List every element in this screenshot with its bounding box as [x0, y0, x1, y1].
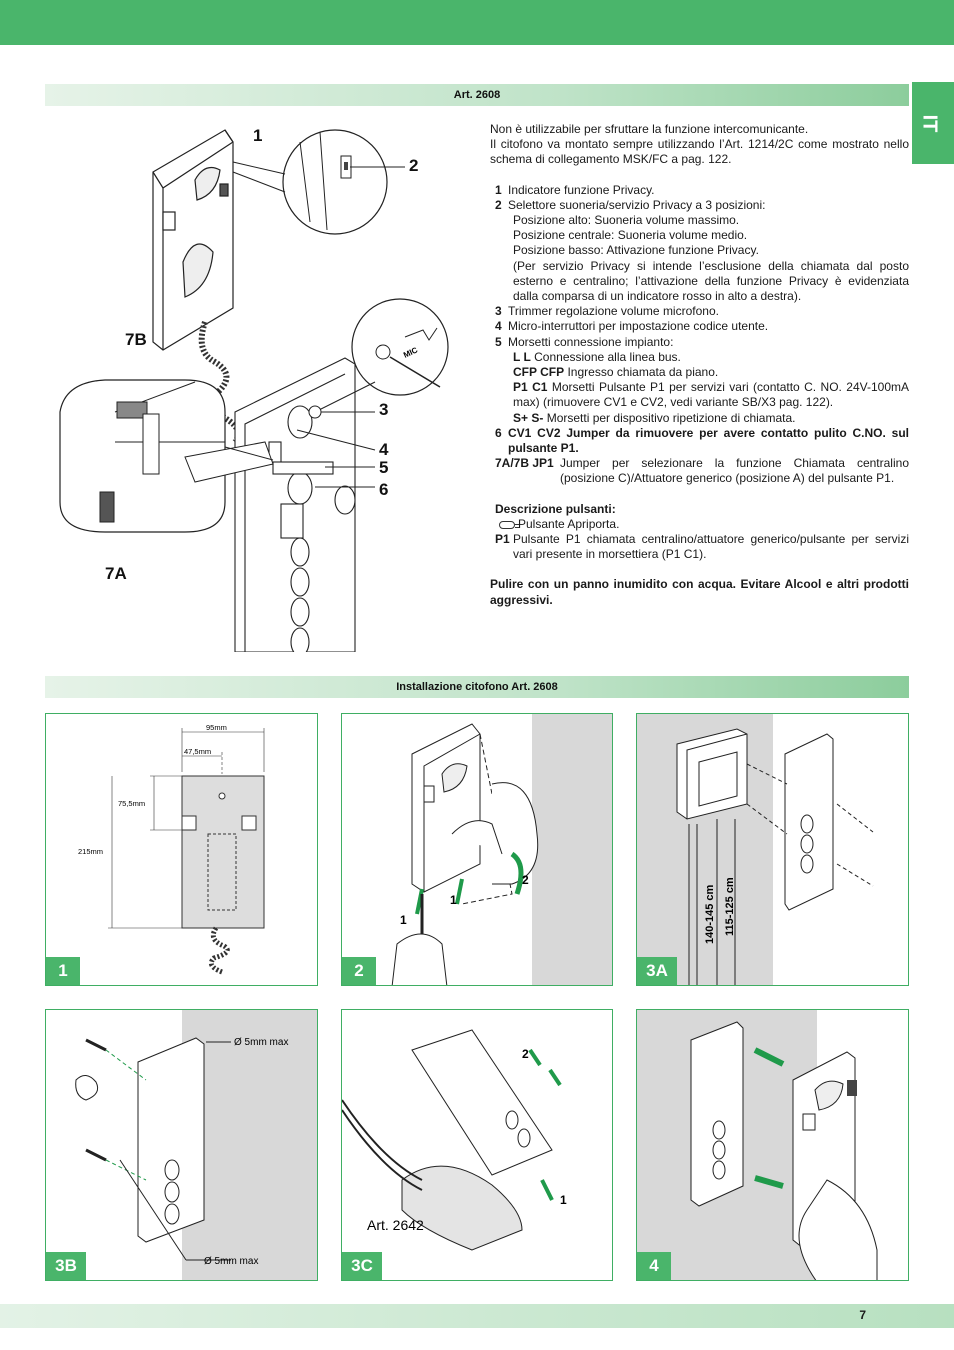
svg-text:2: 2 [522, 873, 529, 887]
callout-7a: 7A [105, 564, 127, 583]
intro-line-1: Non è utilizzabile per sfruttare la funz… [490, 122, 809, 136]
panel-label-3c: 3C [342, 1252, 382, 1280]
button-desc-apriporta: Pulsante Apriporta. [490, 517, 909, 532]
panel-3c-table-stand: 2 1 Art. 2642 3C [341, 1009, 613, 1281]
panel-label-2: 2 [342, 957, 376, 985]
description-text: Non è utilizzabile per sfruttare la funz… [490, 122, 909, 607]
main-exploded-diagram: MIC 1 2 7B 3 4 5 6 7A [45, 112, 485, 657]
callout-6: 6 [379, 480, 389, 499]
key-icon [499, 520, 519, 529]
terminal-ll: L L Connessione alla linea bus. [513, 349, 681, 364]
svg-text:Art. 2642: Art. 2642 [367, 1217, 424, 1233]
svg-text:47,5mm: 47,5mm [184, 747, 211, 756]
panel-label-1: 1 [46, 957, 80, 985]
panel-label-3b: 3B [46, 1252, 86, 1280]
terminal-cfp: CFP CFP Ingresso chiamata da piano. [513, 365, 719, 380]
cleaning-warning: Pulire con un panno inumidito con acqua.… [490, 577, 909, 607]
panel-label-4: 4 [637, 1252, 671, 1280]
svg-text:1: 1 [450, 893, 457, 907]
svg-text:Ø 5mm max: Ø 5mm max [204, 1256, 258, 1267]
svg-text:215mm: 215mm [78, 847, 103, 856]
panel-3b-wall-fixing: Ø 5mm max Ø 5mm max 3B [45, 1009, 318, 1281]
svg-text:2: 2 [522, 1047, 529, 1061]
svg-text:95mm: 95mm [206, 723, 227, 732]
svg-text:Ø 5mm max: Ø 5mm max [234, 1037, 288, 1048]
section-title-art-2608: Art. 2608 [45, 84, 909, 106]
callout-5: 5 [379, 458, 389, 477]
terminal-s: S+ S- Morsetti per dispositivo ripetizio… [513, 410, 796, 425]
intro-line-2: Il citofono va montato sempre utilizzand… [490, 137, 909, 167]
bottom-footer-bar: 7 [0, 1304, 954, 1328]
callout-7b: 7B [125, 330, 147, 349]
panel-4-attach-handset: 4 [636, 1009, 909, 1281]
svg-text:75,5mm: 75,5mm [118, 799, 145, 808]
page-number: 7 [859, 1308, 866, 1322]
panel-3a-mounting-height: 140-145 cm 115-125 cm 3A [636, 713, 909, 986]
callout-3: 3 [379, 400, 389, 419]
buttons-title: Descrizione pulsanti: [495, 501, 616, 516]
terminal-p1c1: P1 C1 Morsetti Pulsante P1 per servizi v… [513, 380, 909, 410]
panel-1-dimensions: 95mm 47,5mm 75,5mm 215mm 1 [45, 713, 318, 986]
panel-2-open-handset: 2 1 1 2 [341, 713, 613, 986]
svg-text:140-145 cm: 140-145 cm [704, 884, 716, 944]
svg-text:1: 1 [400, 913, 407, 927]
top-header-bar [0, 0, 954, 45]
panel-label-3a: 3A [637, 957, 677, 985]
section-title-installazione: Installazione citofono Art. 2608 [45, 676, 909, 698]
callout-1: 1 [253, 126, 263, 145]
callout-4: 4 [379, 440, 389, 459]
callout-2: 2 [409, 156, 419, 175]
svg-text:1: 1 [560, 1193, 567, 1207]
language-tab[interactable]: IT [912, 82, 954, 164]
svg-text:115-125 cm: 115-125 cm [724, 877, 736, 936]
